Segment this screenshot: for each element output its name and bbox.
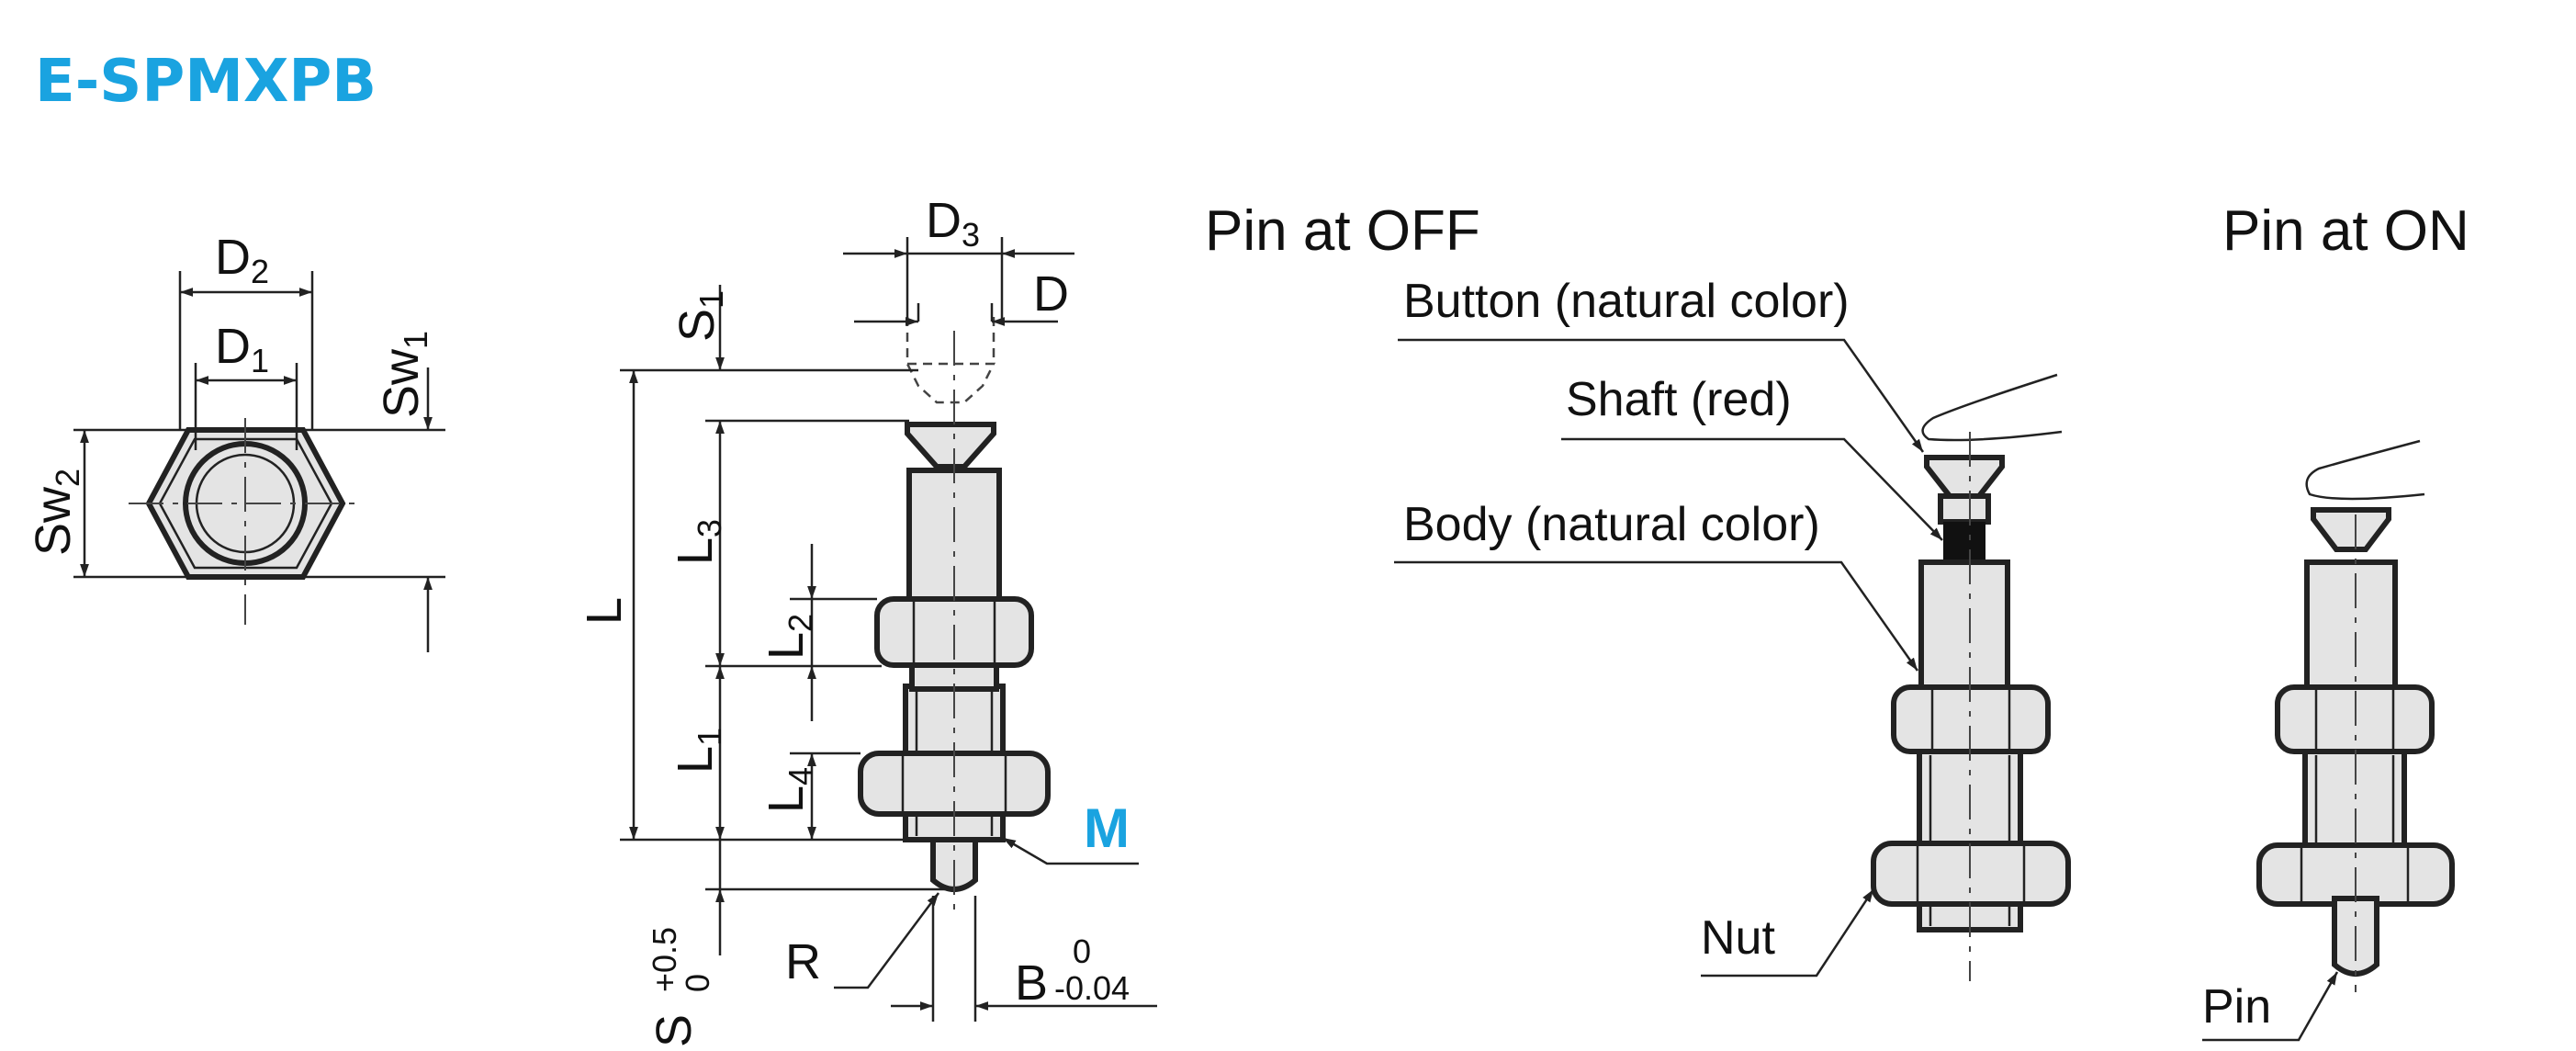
dim-l3-label: L3 — [668, 519, 728, 565]
m-leader — [1002, 836, 1139, 865]
dim-s-tol-upper: +0.5 — [646, 927, 683, 992]
dim-d-label: D — [1033, 266, 1069, 322]
dim-b-tol-lower: -0.04 — [1054, 969, 1130, 1007]
dim-l-label: L — [577, 597, 632, 625]
pin-off-header: Pin at OFF — [1205, 199, 1480, 263]
dim-l4-label: L4 — [759, 767, 819, 813]
callout-pin: Pin — [2202, 980, 2271, 1034]
pin-on-body — [2304, 559, 2398, 692]
callout-body: Body (natural color) — [1403, 498, 1820, 551]
dim-b-label: B — [1015, 955, 1048, 1011]
finger-on-icon — [2305, 439, 2425, 501]
dim-l1-label: L1 — [668, 728, 728, 774]
dim-s-label: S — [647, 1014, 702, 1047]
r-leader — [834, 892, 940, 989]
dim-d1-label: D1 — [215, 319, 269, 379]
dim-s-tol-lower: 0 — [679, 974, 716, 992]
callout-nut: Nut — [1701, 911, 1775, 965]
pin-off-view: Pin at OFF Button (natural color) Shaft … — [1205, 199, 2071, 981]
pin-off-button — [1924, 455, 2005, 499]
button-cap — [905, 422, 996, 469]
dim-sw2-label: Sw2 — [26, 469, 86, 556]
pin-off-body — [1918, 559, 2010, 692]
dim-l2-label: L2 — [759, 614, 819, 660]
dim-s1-label: S1 — [669, 290, 730, 342]
dim-d3-label: D3 — [926, 193, 980, 254]
dim-sw1-label: Sw1 — [374, 331, 434, 418]
pin-on-header: Pin at ON — [2222, 199, 2469, 263]
page-title: E-SPMXPB — [35, 48, 377, 116]
pin-on-button — [2311, 507, 2391, 552]
callout-shaft: Shaft (red) — [1566, 373, 1792, 426]
end-view: D2 D1 Sw1 Sw2 — [26, 230, 445, 652]
dim-r-label: R — [785, 934, 821, 989]
finger-icon — [1921, 373, 2063, 442]
pin-on-view: Pin at ON Pin — [2202, 199, 2469, 1042]
dim-d2-label: D2 — [215, 230, 269, 290]
pin-off-shaft-red-band — [1943, 522, 1985, 560]
side-view: D3 D S1 L L3 L1 L2 L4 — [577, 193, 1157, 1047]
dim-b-tol-upper: 0 — [1073, 932, 1091, 970]
thread-m-label: M — [1084, 797, 1130, 859]
phantom-button — [905, 362, 996, 404]
callout-button: Button (natural color) — [1403, 275, 1850, 328]
